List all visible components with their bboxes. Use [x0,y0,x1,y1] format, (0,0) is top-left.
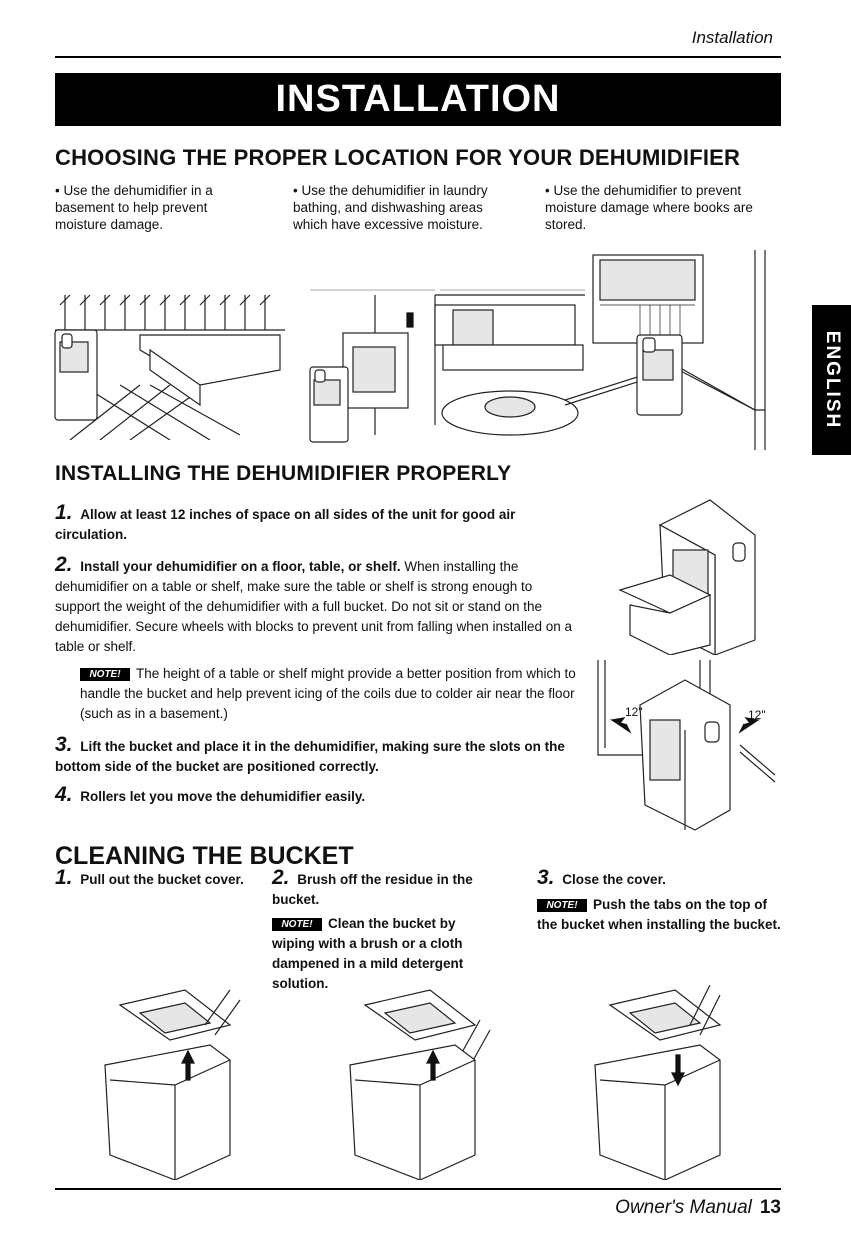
page-banner: INSTALLATION [55,73,781,126]
section-heading-install: INSTALLING THE DEHUMIDIFIER PROPERLY [55,462,512,485]
clearance-illustration [597,660,776,831]
section-heading-location: CHOOSING THE PROPER LOCATION FOR YOUR DE… [55,145,741,170]
note-badge: NOTE! [537,898,587,912]
install-step-4-number: 4. [55,783,73,806]
clearance-right-label: 12" [748,708,766,722]
language-tab: ENGLISH [812,305,851,455]
location-column-books: • Use the dehumidifier to prevent moistu… [545,183,753,232]
install-step-3-number: 3. [55,733,73,756]
bucket-insert-illustration [618,499,756,655]
install-step-2-number: 2. [55,553,73,576]
cleaning-step-3-text: Close the cover. [562,872,666,887]
section-heading-cleaning: CLEANING THE BUCKET [55,842,354,870]
laundry-illustration [309,289,585,443]
cleaning-note-3-text: Push the tabs on the top of the bucket w… [537,897,781,932]
install-step-1-number: 1. [55,501,73,524]
location-column-basement: • Use the dehumidifier in a basement to … [55,183,213,232]
footer-rule [55,1188,781,1190]
install-step-1-text: Allow at least 12 inches of space on all… [55,507,516,542]
language-tab-label: ENGLISH [821,330,843,430]
install-step-1: 1. Allow at least 12 inches of space on … [55,501,575,545]
cleaning-step-1-number: 1. [55,866,73,889]
install-note-text: The height of a table or shelf might pro… [80,666,576,721]
bucket-cover-close-illustration [594,985,722,1180]
cleaning-step-2-number: 2. [272,866,290,889]
install-step-2-text: When installing the dehumidifier on a ta… [55,559,573,654]
cleaning-step-1-text: Pull out the bucket cover. [80,872,244,887]
install-note: NOTE!The height of a table or shelf migh… [80,664,580,724]
clearance-left-label: 12" [625,705,643,719]
cleaning-step-1: 1. Pull out the bucket cover. [55,866,275,890]
location-column-laundry: • Use the dehumidifier in laundry bathin… [293,183,488,232]
bucket-brush-illustration [349,989,491,1180]
header-rule [55,56,781,58]
install-step-3: 3. Lift the bucket and place it in the d… [55,733,585,777]
cleaning-note-2-text: Clean the bucket by wiping with a brush … [272,916,464,991]
page-footer: Owner's Manual 13 [615,1197,781,1219]
install-step-3-text: Lift the bucket and place it in the dehu… [55,739,565,774]
footer-manual-title: Owner's Manual [615,1197,752,1218]
install-step-4: 4. Rollers let you move the dehumidifier… [55,783,575,807]
bucket-cover-pull-illustration [104,989,241,1180]
cleaning-step-2: 2. Brush off the residue in the bucket. [272,866,507,910]
install-step-2: 2. Install your dehumidifier on a floor,… [55,553,580,657]
cleaning-step-3: 3. Close the cover. [537,866,777,890]
bookshelf-illustration [565,250,766,450]
install-step-4-text: Rollers let you move the dehumidifier ea… [80,789,366,804]
note-badge: NOTE! [272,917,322,931]
cleaning-note-2: NOTE!Clean the bucket by wiping with a b… [272,914,497,994]
cleaning-step-3-number: 3. [537,866,555,889]
page-number: 13 [759,1197,781,1218]
cleaning-note-3: NOTE!Push the tabs on the top of the buc… [537,895,782,935]
note-badge: NOTE! [80,667,130,681]
running-head: Installation [691,28,773,47]
basement-illustration [54,294,285,440]
cleaning-step-2-text: Brush off the residue in the bucket. [272,872,473,907]
install-step-2-bold: Install your dehumidifier on a floor, ta… [80,559,401,574]
